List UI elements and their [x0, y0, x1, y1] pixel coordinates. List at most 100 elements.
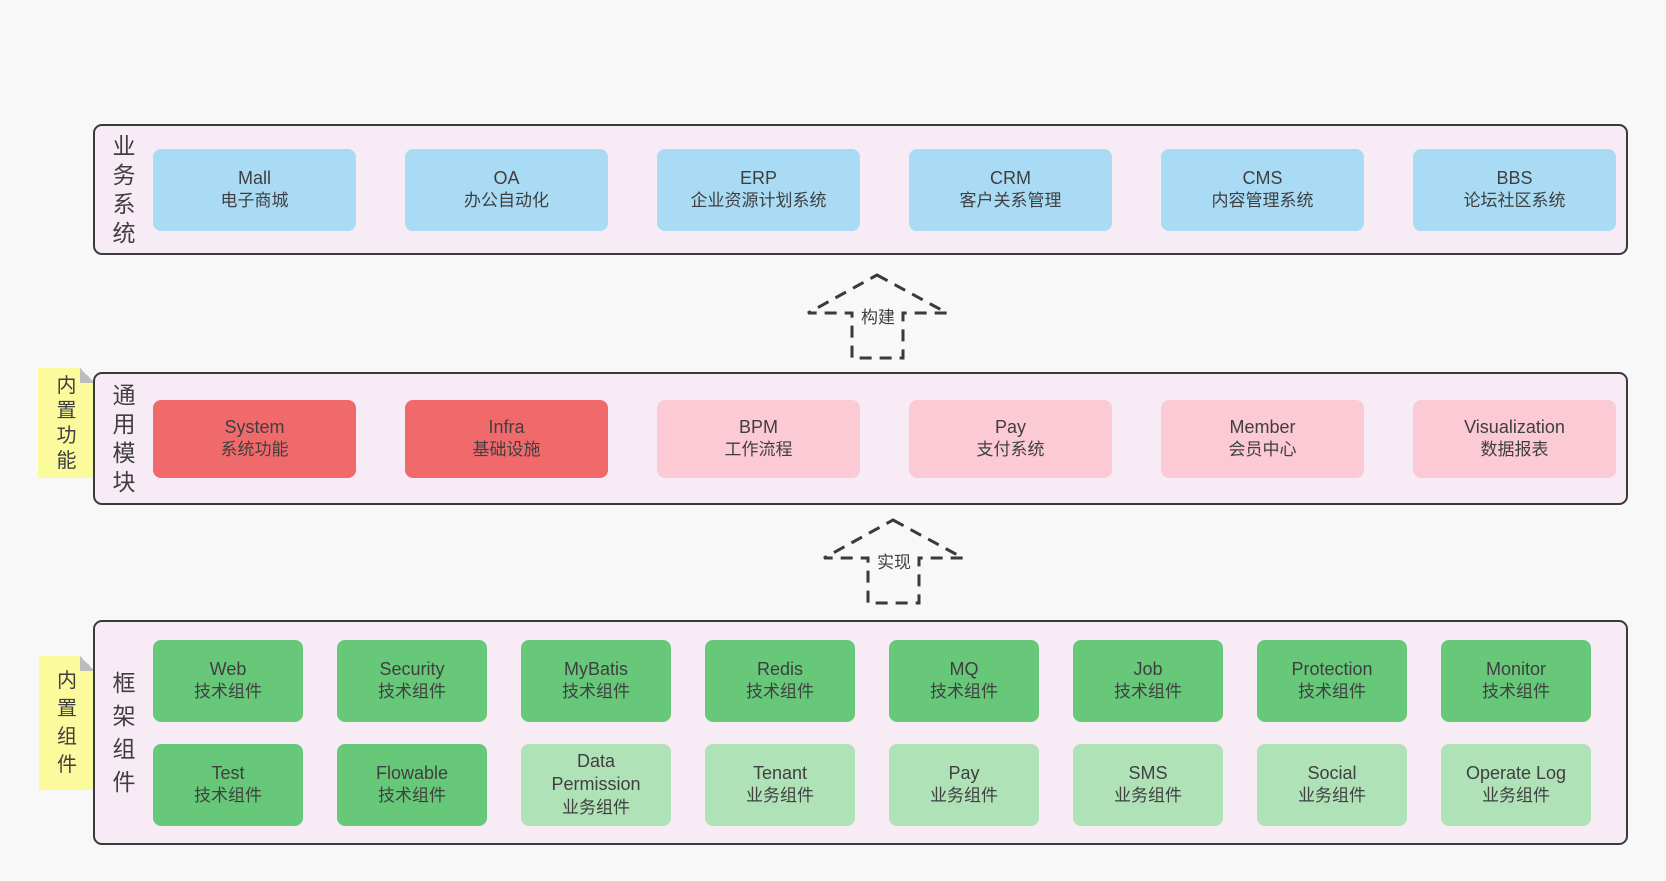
box-subtitle: 业务组件: [930, 786, 998, 806]
box-crm: CRM 客户关系管理: [909, 148, 1112, 231]
box-subtitle: 技术组件: [1114, 682, 1182, 702]
box-web: Web 技术组件: [153, 639, 303, 722]
box-subtitle: 支付系统: [976, 440, 1045, 460]
vertical-label-char: 系: [112, 190, 136, 217]
box-subtitle: 业务组件: [1298, 786, 1366, 806]
band-label-container: 通用模块: [95, 374, 153, 503]
box-subtitle: 办公自动化: [464, 191, 549, 211]
box-subtitle: 业务组件: [1482, 786, 1550, 806]
box-flowable: Flowable 技术组件: [337, 743, 487, 826]
box-title: Tenant: [752, 762, 808, 783]
box-subtitle: 会员中心: [1228, 440, 1297, 460]
box-infra: Infra 基础设施: [405, 399, 608, 478]
box-title: Monitor: [1485, 658, 1547, 679]
box-subtitle: 技术组件: [194, 786, 262, 806]
sticky-note-label: 内置组件: [57, 671, 77, 775]
box-mybatis: MyBatis 技术组件: [521, 639, 671, 722]
box-title: CMS: [1242, 167, 1283, 188]
box-title: Redis: [756, 658, 804, 679]
box-subtitle: 系统功能: [220, 440, 289, 460]
vertical-label-char: 模: [112, 439, 136, 466]
box-title: CRM: [990, 167, 1031, 188]
box-monitor: Monitor 技术组件: [1441, 639, 1591, 722]
box-title: MQ: [949, 658, 979, 679]
box-subtitle: 技术组件: [378, 682, 446, 702]
box-pay: Pay 支付系统: [909, 399, 1112, 478]
vertical-label-char: 框: [112, 669, 136, 696]
arrow-label-build: 构建: [858, 308, 898, 328]
vertical-label-char: 组: [57, 726, 77, 748]
vertical-label-char: 用: [112, 410, 136, 437]
box-mq: MQ 技术组件: [889, 639, 1039, 722]
band-label: 框架组件: [112, 669, 136, 794]
box-bbs: BBS 论坛社区系统: [1413, 148, 1616, 231]
box-subtitle: 技术组件: [1298, 682, 1366, 702]
box-title: Pay: [948, 762, 980, 783]
box-subtitle: 工作流程: [724, 440, 793, 460]
vertical-label-char: 务: [112, 161, 136, 188]
box-title: OA: [493, 167, 520, 188]
box-title: Mall: [237, 167, 271, 188]
box-subtitle: 企业资源计划系统: [690, 191, 827, 211]
box-title: Web: [209, 658, 247, 679]
box-erp: ERP 企业资源计划系统: [657, 148, 860, 231]
box-title: Operate Log: [1465, 762, 1567, 783]
box-subtitle: 技术组件: [562, 682, 630, 702]
vertical-label-char: 置: [56, 399, 77, 422]
vertical-label-char: 组: [112, 735, 136, 762]
box-subtitle: 业务组件: [562, 797, 630, 817]
sticky-note-label: 内置功能: [57, 376, 77, 471]
box-title: Job: [1133, 658, 1163, 679]
box-title: SMS: [1128, 762, 1168, 783]
box-title: Infra: [488, 416, 525, 437]
box-subtitle: 基础设施: [472, 440, 541, 460]
box-title: Pay: [994, 416, 1027, 437]
box-subtitle: 数据报表: [1480, 440, 1549, 460]
sticky-note-builtin-features: 内置功能: [38, 368, 95, 478]
box-title: Visualization: [1464, 416, 1565, 437]
box-subtitle: 技术组件: [1482, 682, 1550, 702]
vertical-label-char: 业: [112, 132, 136, 159]
box-title: BBS: [1496, 167, 1533, 188]
vertical-label-char: 件: [57, 754, 77, 776]
box-subtitle: 技术组件: [930, 682, 998, 702]
band-label-container: 框架组件: [95, 622, 153, 843]
box-test: Test 技术组件: [153, 743, 303, 826]
dashed-up-arrow-implement: [823, 518, 964, 605]
box-title: MyBatis: [563, 658, 628, 679]
box-subtitle: 技术组件: [194, 682, 262, 702]
vertical-label-char: 内: [57, 670, 77, 692]
dashed-up-arrow-build: [807, 273, 948, 360]
band-label-container: 业务系统: [95, 126, 153, 253]
box-pay: Pay 业务组件: [889, 743, 1039, 826]
arrow-label-implement: 实现: [874, 553, 914, 573]
box-subtitle: 技术组件: [378, 786, 446, 806]
box-title: Test: [211, 762, 245, 783]
vertical-label-char: 通: [112, 381, 136, 408]
box-title: Member: [1229, 416, 1296, 437]
box-subtitle: 论坛社区系统: [1463, 191, 1566, 211]
box-title: Flowable: [375, 762, 449, 783]
box-subtitle: 技术组件: [746, 682, 814, 702]
box-title: BPM: [738, 416, 778, 437]
band-label: 业务系统: [112, 132, 136, 245]
box-title: ERP: [739, 167, 777, 188]
vertical-label-char: 功: [56, 424, 77, 447]
box-operate-log: Operate Log 业务组件: [1441, 743, 1591, 826]
sticky-note-builtin-components: 内置组件: [39, 656, 95, 790]
box-subtitle: 客户关系管理: [959, 191, 1062, 211]
